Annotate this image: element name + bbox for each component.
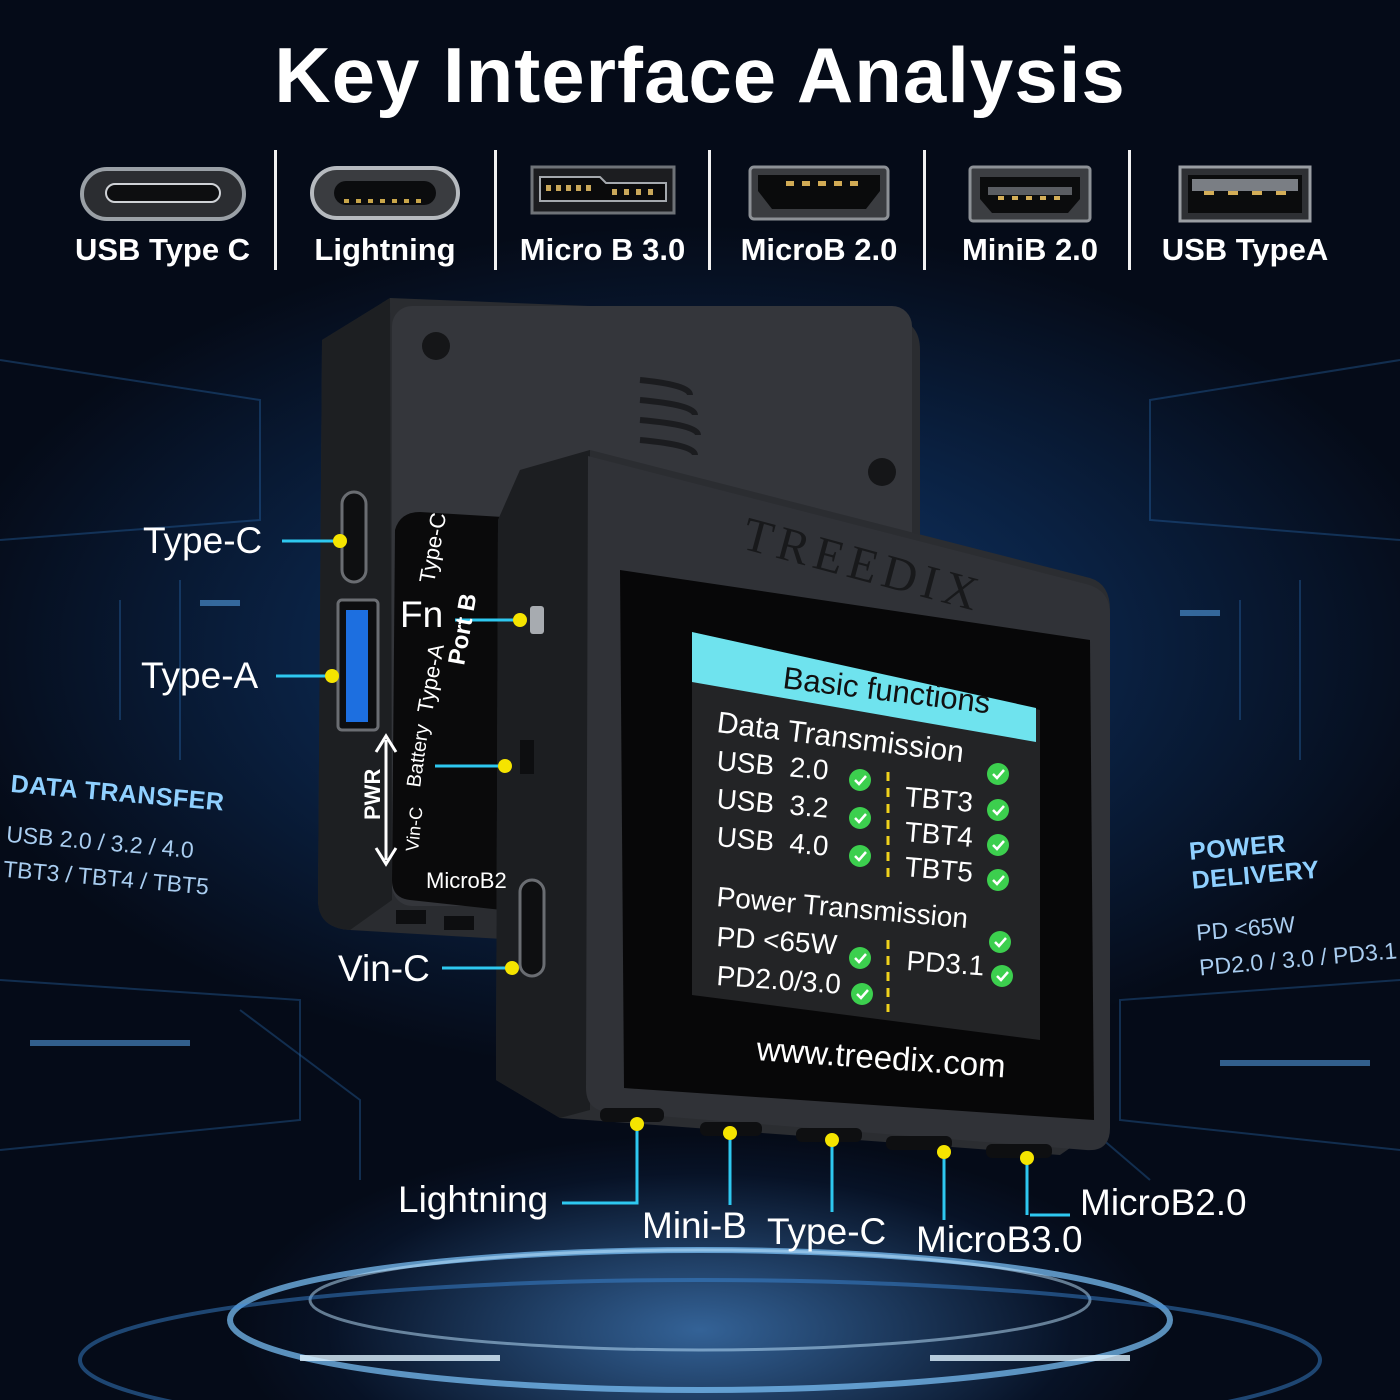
check-icon	[849, 807, 871, 829]
callout-type-a: Type-A	[141, 655, 259, 696]
check-icon	[989, 931, 1011, 953]
callout-type-c: Type-C	[143, 520, 262, 561]
connector-label: Micro B 3.0	[519, 232, 686, 267]
check-icon	[991, 965, 1013, 987]
check-icon	[987, 799, 1009, 821]
divider	[1128, 150, 1131, 270]
check-mark	[856, 989, 869, 1000]
connector-label: MicroB 2.0	[740, 232, 898, 267]
connector-usb-c: USB Type C	[55, 150, 270, 270]
check-mark	[854, 851, 867, 862]
mini-b-port-icon	[968, 165, 1092, 223]
connector-usb-a: USB TypeA	[1140, 150, 1350, 270]
micro-b-3-port-icon	[530, 165, 675, 215]
connector-label: Lightning	[314, 232, 456, 267]
divider	[274, 150, 277, 270]
callout-bottom: MicroB2.0	[1080, 1182, 1247, 1223]
connector-micro-b-3: Micro B 3.0	[500, 150, 705, 270]
callout-bottom: Lightning	[398, 1179, 548, 1220]
check-mark	[996, 971, 1009, 982]
check-mark	[854, 953, 867, 964]
check-icon	[849, 947, 871, 969]
usb-c-port-icon	[79, 167, 246, 221]
check-mark	[994, 937, 1007, 948]
divider	[923, 150, 926, 270]
divider	[708, 150, 711, 270]
lightning-port-icon	[310, 166, 460, 220]
check-icon	[849, 845, 871, 867]
check-icon	[851, 983, 873, 1005]
connector-mini-b: MiniB 2.0	[930, 150, 1130, 270]
callout-fn: Fn	[400, 594, 443, 635]
callout-bottom: Mini-B	[642, 1205, 747, 1246]
connector-micro-b-2: MicroB 2.0	[714, 150, 924, 270]
check-icon-group	[849, 763, 1013, 1005]
check-mark	[992, 769, 1005, 780]
connector-label: USB TypeA	[1161, 232, 1329, 267]
usb-a-port-icon	[1178, 165, 1312, 223]
page-title: Key Interface Analysis	[274, 31, 1126, 119]
check-icon	[987, 869, 1009, 891]
check-mark	[992, 875, 1005, 886]
check-mark	[854, 775, 867, 786]
side-label-vin-c: Vin-C	[402, 806, 427, 853]
data-right-item: TBT3	[903, 781, 974, 818]
micro-b-2-port-icon	[748, 165, 890, 221]
side-label-pwr: PWR	[360, 769, 385, 820]
check-icon	[987, 834, 1009, 856]
callout-bottom: Type-C	[767, 1211, 886, 1252]
check-mark	[992, 840, 1005, 851]
check-mark	[854, 813, 867, 824]
connector-label: MiniB 2.0	[961, 232, 1099, 267]
check-icon	[987, 763, 1009, 785]
check-mark	[992, 805, 1005, 816]
check-icon	[849, 769, 871, 791]
connector-label: USB Type C	[74, 232, 251, 267]
data-right-item: TBT4	[903, 816, 974, 853]
side-label-microb2: MicroB2	[426, 868, 507, 893]
connector-lightning: Lightning	[280, 150, 490, 270]
callout-vin-c: Vin-C	[338, 948, 430, 989]
callout-bottom: MicroB3.0	[916, 1219, 1083, 1260]
data-right-item: TBT5	[903, 851, 974, 888]
power-right-item: PD3.1	[906, 945, 986, 981]
divider	[494, 150, 497, 270]
